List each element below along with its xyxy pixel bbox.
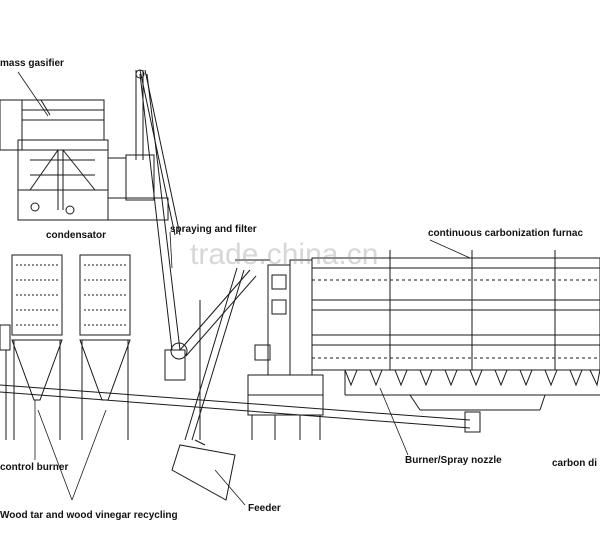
left-frame [0, 324, 11, 440]
label-control-burner: control burner [0, 462, 69, 473]
label-condensator: condensator [46, 230, 107, 241]
label-biomass-gasifier: mass gasifier [0, 58, 64, 69]
label-carbonization-furnace: continuous carbonization furnac [428, 228, 584, 239]
carbonization-furnace [311, 250, 600, 411]
label-carbon-discharge: carbon di [552, 458, 598, 469]
burner-assembly [247, 259, 324, 440]
label-burner-spray-nozzle: Burner/Spray nozzle [405, 455, 502, 466]
label-wood-tar-recycling: Wood tar and wood vinegar recycling [0, 510, 178, 521]
label-spraying-filter: spraying and filter [170, 224, 257, 235]
discharge-screw [0, 384, 481, 433]
leader-lines [17, 71, 471, 506]
inclined-conveyor-top [135, 69, 188, 381]
biomass-gasifier [0, 99, 169, 221]
feeder-hopper [171, 439, 236, 501]
spraying-filter-unit [179, 259, 270, 441]
watermark-text: trade.china.cn [190, 238, 379, 271]
condensator-right [79, 254, 131, 440]
condensator-left [11, 254, 63, 440]
spray-nozzles [344, 369, 600, 387]
label-feeder: Feeder [248, 503, 281, 514]
